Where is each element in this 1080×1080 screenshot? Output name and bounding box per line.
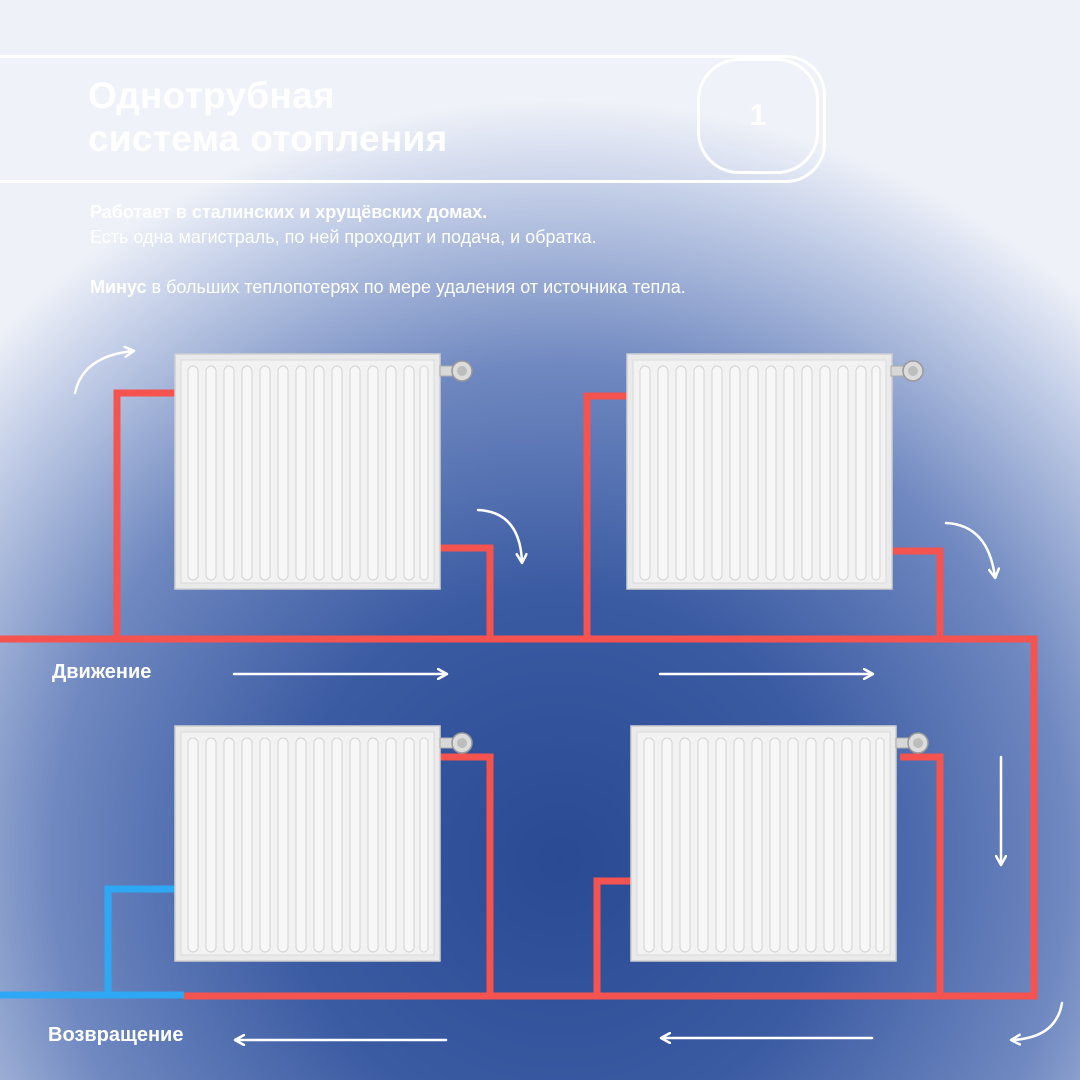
thermostat-valve-icon [439,732,473,754]
radiator-2 [626,353,893,590]
thermostat-valve-icon [439,360,473,382]
supply-pipes [0,389,1038,1000]
radiator-1 [174,353,441,590]
curved-arrow-icon [1012,1001,1064,1040]
title-line-1: Однотрубная [88,75,335,116]
radiator1-outlet [440,544,494,639]
radiator-3 [174,725,441,962]
thermostat-valve-icon [895,732,929,754]
radiator2-inlet [583,392,628,639]
radiator2-outlet [891,547,944,639]
movement-label: Движение [52,661,152,683]
curved-arrow-icon [476,508,522,562]
curved-arrow-icon [944,521,995,577]
radiator3-riser [440,753,494,996]
return-pipes [0,885,184,999]
radiator1-inlet [113,389,175,639]
curved-arrow-icon [73,351,133,395]
thermostat-valve-icon [890,360,924,382]
description-minus-text: в больших теплопотерях по мере удаления … [146,277,686,297]
description: Работает в сталинских и хрущёвских домах… [90,200,990,300]
description-line-2: Есть одна магистраль, по ней проходит и … [90,227,597,247]
description-minus: Минус [90,277,147,297]
radiator3-return [104,885,176,995]
page-title: Однотрубная система отопления [88,74,448,160]
radiator-4 [630,725,897,962]
slide-number-badge: 1 [697,58,819,174]
title-frame [0,55,826,183]
slide-number: 1 [749,99,767,132]
return-label: Возвращение [48,1024,184,1046]
description-headline: Работает в сталинских и хрущёвских домах… [90,202,488,222]
main-supply-pipe [0,635,1038,1000]
title-line-2: система отопления [88,118,448,159]
radiator4-riser [900,753,944,996]
radiator4-outlet [593,877,631,996]
